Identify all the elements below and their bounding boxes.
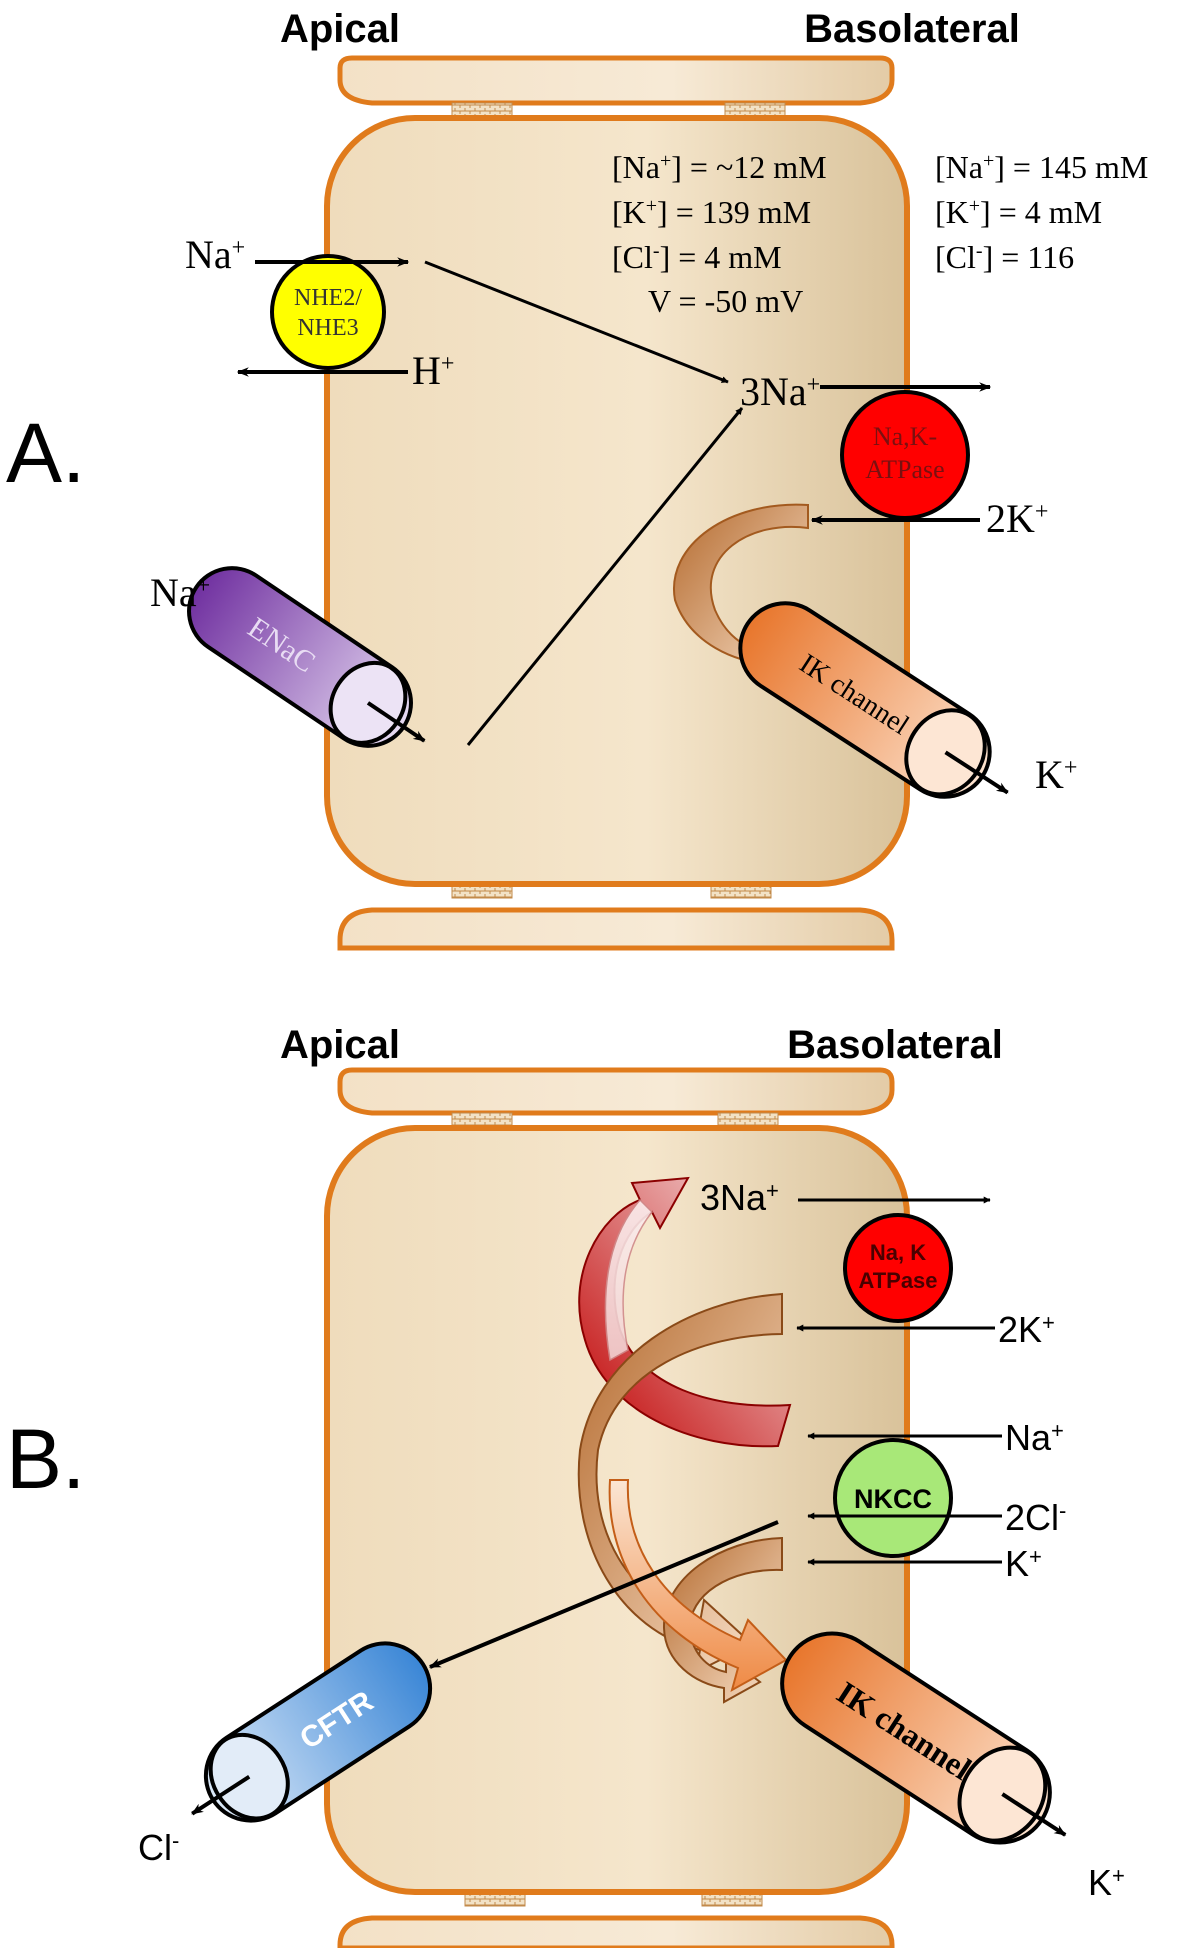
nhe-label-line2: NHE3 bbox=[297, 315, 358, 341]
apical-label: Apical bbox=[280, 1023, 400, 1067]
nhe-label-line1: NHE2/ bbox=[294, 285, 362, 311]
ik-k-ion: K+ bbox=[1035, 752, 1077, 797]
na-k-atpase: 3Na+ Na, K ATPase 2K+ bbox=[700, 1177, 1055, 1350]
epithelial-cell bbox=[324, 115, 910, 887]
na-diffusion-arrow-enac bbox=[466, 407, 744, 746]
nkcc-na-ion: Na+ bbox=[1005, 1417, 1064, 1458]
enac-channel: ENaC bbox=[187, 566, 426, 748]
na-diffusion-arrow-nhe bbox=[424, 260, 729, 384]
ik-flux-arrow bbox=[1001, 1792, 1067, 1837]
intracellular-k-concentration: [K+] = 139 mM bbox=[612, 194, 811, 230]
basolateral-label: Basolateral bbox=[804, 7, 1020, 51]
panel-a: A. Apical Basolateral [Na+] = ~12 mM [K+… bbox=[6, 7, 1148, 951]
nhe-transporter bbox=[270, 254, 386, 370]
cftr-flux-arrow bbox=[191, 1774, 251, 1816]
atpase-label-line2: ATPase bbox=[858, 1268, 937, 1293]
nkcc-2cl-ion: 2Cl- bbox=[1005, 1497, 1066, 1538]
atpase-3na-ion: 3Na+ bbox=[740, 369, 820, 414]
ik-channel-a: IK channel bbox=[738, 601, 1009, 799]
neighbor-cell-bottom bbox=[337, 907, 895, 951]
cftr-channel: CFTR bbox=[191, 1641, 433, 1823]
neighbor-cell-top bbox=[337, 1067, 895, 1116]
atpase-label-line2: ATPase bbox=[865, 455, 944, 484]
neighbor-cell-bottom bbox=[337, 1915, 895, 1948]
membrane-voltage: V = -50 mV bbox=[648, 283, 803, 319]
enac-flux-arrow bbox=[366, 701, 426, 743]
panel-b: B. Apical Basolateral 3Na+ Na, K ATPase … bbox=[6, 1023, 1125, 1948]
nhe-exchanger: NHE2/ NHE3 Na+ H+ bbox=[185, 232, 454, 393]
neighbor-cell-top bbox=[337, 55, 895, 106]
extracellular-na-concentration: [Na+] = 145 mM bbox=[935, 149, 1148, 185]
tight-junction bbox=[717, 1112, 779, 1128]
tight-junction bbox=[451, 102, 513, 118]
atpase-label-line1: Na,K- bbox=[873, 422, 937, 451]
nkcc-k-ion: K+ bbox=[1005, 1543, 1042, 1584]
tight-junction bbox=[724, 102, 786, 118]
apical-label: Apical bbox=[280, 7, 400, 51]
enac-na-ion: Na+ bbox=[150, 570, 210, 615]
intracellular-cl-concentration: [Cl-] = 4 mM bbox=[612, 239, 782, 275]
panel-letter: A. bbox=[6, 406, 85, 500]
nhe-h-ion: H+ bbox=[412, 348, 454, 393]
extracellular-k-concentration: [K+] = 4 mM bbox=[935, 194, 1102, 230]
cl-diffusion-arrow bbox=[428, 1520, 779, 1669]
ik-feed-arrow bbox=[608, 1479, 788, 1693]
nkcc-label: NKCC bbox=[854, 1484, 932, 1514]
nhe-na-ion: Na+ bbox=[185, 232, 245, 277]
nkcc-transporter bbox=[833, 1438, 953, 1558]
k-recycling-arrow-lower bbox=[662, 1536, 783, 1704]
atpase-3na-ion: 3Na+ bbox=[700, 1177, 779, 1218]
atpase-2k-ion: 2K+ bbox=[986, 496, 1048, 541]
tight-junction bbox=[451, 1112, 513, 1128]
extracellular-cl-concentration: [Cl-] = 116 bbox=[935, 239, 1074, 275]
ik-k-ion: K+ bbox=[1088, 1862, 1125, 1903]
atpase-label-line1: Na, K bbox=[870, 1240, 926, 1265]
cftr-cl-ion: Cl- bbox=[138, 1827, 179, 1868]
nkcc-cotransporter: Na+ NKCC 2Cl- K+ bbox=[807, 1417, 1066, 1584]
atpase-2k-ion: 2K+ bbox=[998, 1309, 1055, 1350]
na-k-atpase: Na,K- ATPase 3Na+ 2K+ bbox=[740, 369, 1048, 541]
panel-letter: B. bbox=[6, 1412, 85, 1506]
pink-flux-arrow bbox=[604, 1198, 654, 1362]
intracellular-na-concentration: [Na+] = ~12 mM bbox=[612, 149, 827, 185]
ik-flux-arrow bbox=[944, 750, 1009, 795]
atpase-pump bbox=[843, 1213, 953, 1323]
basolateral-label: Basolateral bbox=[787, 1023, 1003, 1067]
